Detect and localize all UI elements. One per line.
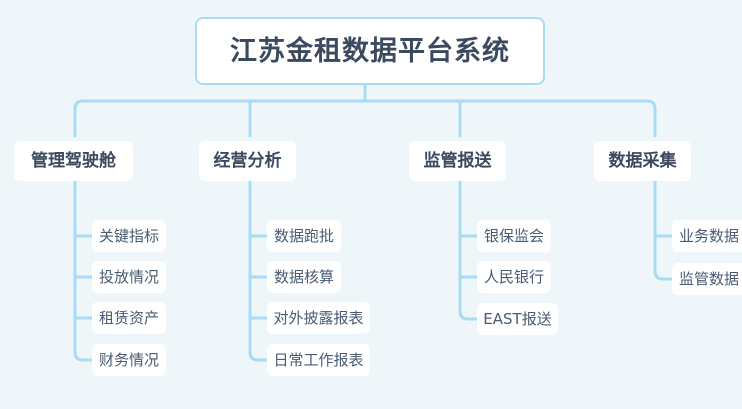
leaf-node-1-1-label: 关键指标 (99, 226, 160, 245)
connector-spine-1 (73, 177, 92, 362)
leaf-node-1-4[interactable]: 财务情况 (92, 344, 166, 376)
leaf-node-2-3-label: 对外披露报表 (273, 308, 364, 327)
branch-node-1[interactable]: 管理驾驶舱 (14, 141, 133, 181)
connector-spine-4 (653, 177, 672, 281)
root-node[interactable]: 江苏金租数据平台系统 (195, 17, 545, 85)
leaf-node-3-2-label: 人民银行 (484, 267, 545, 286)
leaf-node-2-3[interactable]: 对外披露报表 (267, 302, 370, 334)
branch-node-2[interactable]: 经营分析 (199, 141, 296, 181)
leaf-node-1-3-label: 租赁资产 (99, 308, 160, 327)
leaf-node-2-1-label: 数据跑批 (274, 226, 335, 245)
leaf-node-2-4[interactable]: 日常工作报表 (267, 344, 370, 376)
leaf-node-1-2[interactable]: 投放情况 (92, 261, 166, 293)
leaf-node-1-4-label: 财务情况 (99, 350, 160, 369)
branch-node-3[interactable]: 监管报送 (409, 141, 506, 181)
leaf-node-2-2[interactable]: 数据核算 (267, 261, 341, 293)
leaf-node-2-1[interactable]: 数据跑批 (267, 220, 341, 252)
leaf-node-3-3-label: EAST报送 (483, 309, 552, 328)
branch-node-4[interactable]: 数据采集 (594, 141, 691, 181)
leaf-node-4-2-label: 监管数据 (679, 269, 740, 288)
leaf-node-2-2-label: 数据核算 (274, 267, 335, 286)
leaf-node-3-2[interactable]: 人民银行 (477, 261, 551, 293)
root-node-label: 江苏金租数据平台系统 (230, 35, 510, 67)
leaf-node-4-2[interactable]: 监管数据 (672, 263, 742, 295)
leaf-node-4-1[interactable]: 业务数据 (672, 220, 742, 252)
leaf-node-3-1[interactable]: 银保监会 (477, 220, 551, 252)
connector-spine-3 (458, 177, 477, 321)
leaf-node-4-1-label: 业务数据 (679, 226, 740, 245)
connector-spine-2 (248, 177, 267, 362)
connector-bus (73, 99, 657, 137)
branch-node-3-label: 监管报送 (423, 150, 492, 171)
leaf-node-1-2-label: 投放情况 (99, 267, 160, 286)
branch-node-1-label: 管理驾驶舱 (31, 150, 116, 171)
branch-node-2-label: 经营分析 (213, 150, 282, 171)
leaf-node-3-1-label: 银保监会 (484, 226, 545, 245)
leaf-node-1-3[interactable]: 租赁资产 (92, 302, 166, 334)
branch-node-4-label: 数据采集 (608, 150, 677, 171)
leaf-node-2-4-label: 日常工作报表 (273, 350, 364, 369)
leaf-node-3-3[interactable]: EAST报送 (477, 303, 558, 335)
leaf-node-1-1[interactable]: 关键指标 (92, 220, 166, 252)
